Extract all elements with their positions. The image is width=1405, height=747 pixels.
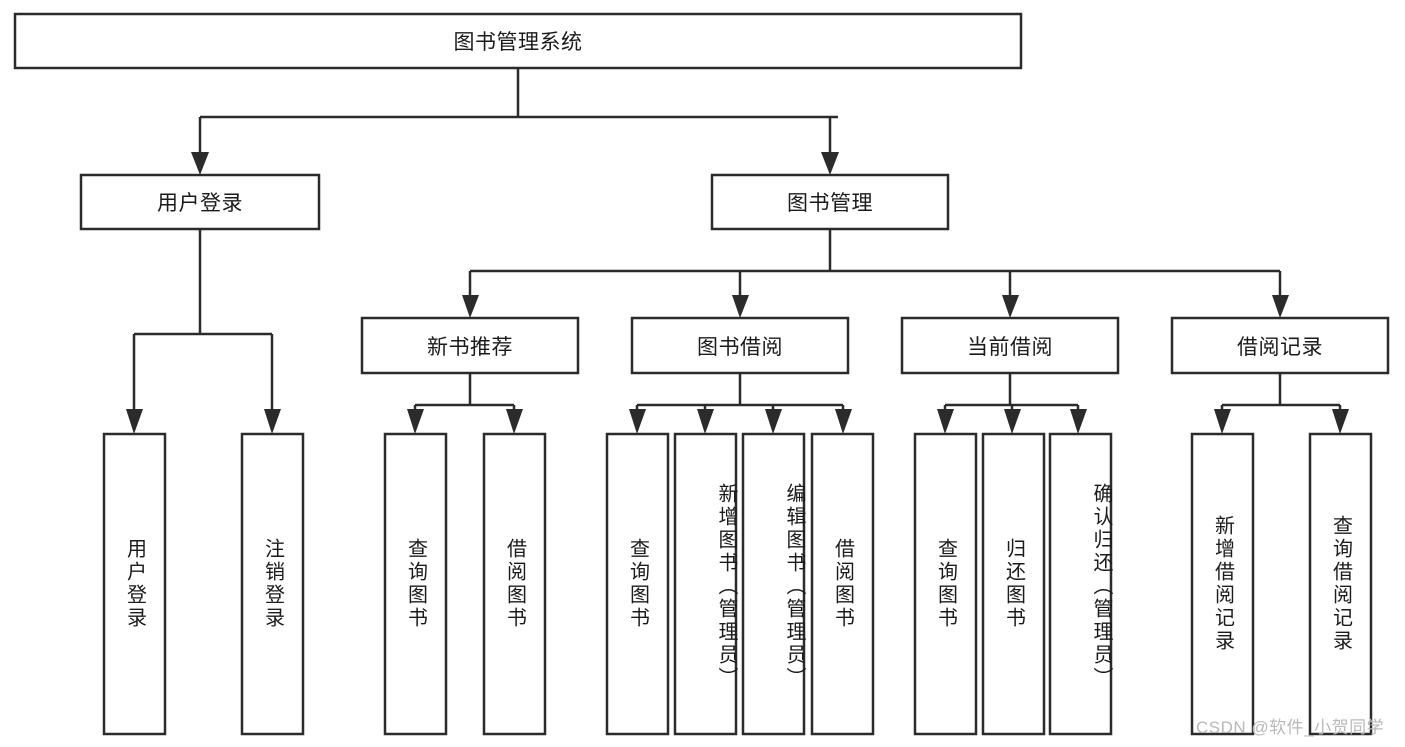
csdn-watermark: CSDN @软件_小贺同学 <box>1196 718 1385 737</box>
arrow-head-leaf-borrow-book-1 <box>506 409 523 434</box>
node-box-leaf-add-book[interactable] <box>673 432 738 736</box>
node-box-leaf-add-record[interactable] <box>1190 432 1255 736</box>
arrow-head-leaf-query-book-1 <box>407 409 424 434</box>
arrow-head-user-login <box>191 152 209 175</box>
arrow-head-borrow-record <box>1272 295 1289 318</box>
node-box-book-borrow[interactable] <box>630 316 850 375</box>
arrow-head-current-borrow <box>1002 295 1019 318</box>
arrow-head-leaf-add-record <box>1214 409 1231 434</box>
arrow-head-leaf-query-book-3 <box>937 409 954 434</box>
node-box-user-login[interactable] <box>79 173 321 231</box>
node-box-borrow-record[interactable] <box>1170 316 1390 375</box>
arrow-head-leaf-add-book <box>697 409 714 434</box>
arrow-head-book-borrow <box>732 295 749 318</box>
arrow-head-leaf-query-book-2 <box>629 409 646 434</box>
arrow-head-leaf-return-book <box>1004 409 1021 434</box>
arrow-head-leaf-user-login <box>126 409 143 434</box>
arrow-head-leaf-query-record <box>1332 409 1349 434</box>
node-box-leaf-query-book-1[interactable] <box>383 432 448 736</box>
node-box-leaf-borrow-book-2[interactable] <box>810 432 875 736</box>
arrow-head-leaf-borrow-book-2 <box>835 409 852 434</box>
arrow-head-book-manage <box>821 152 839 175</box>
node-box-leaf-edit-book[interactable] <box>741 432 806 736</box>
arrow-head-new-book-recommend <box>462 295 479 318</box>
node-box-root[interactable] <box>13 12 1023 70</box>
arrow-head-leaf-logout <box>264 409 281 434</box>
arrow-head-leaf-edit-book <box>765 409 782 434</box>
node-box-leaf-logout[interactable] <box>240 432 305 736</box>
node-box-book-manage[interactable] <box>710 173 950 231</box>
node-box-leaf-user-login[interactable] <box>102 432 167 736</box>
node-box-current-borrow[interactable] <box>900 316 1120 375</box>
node-box-leaf-return-book[interactable] <box>981 432 1046 736</box>
node-box-new-book-recommend[interactable] <box>360 316 580 375</box>
node-box-leaf-query-book-3[interactable] <box>913 432 978 736</box>
node-box-leaf-borrow-book-1[interactable] <box>482 432 547 736</box>
node-box-leaf-query-book-2[interactable] <box>605 432 670 736</box>
arrow-head-leaf-confirm-return <box>1070 409 1087 434</box>
node-box-leaf-query-record[interactable] <box>1308 432 1373 736</box>
node-box-leaf-confirm-return[interactable] <box>1048 432 1113 736</box>
